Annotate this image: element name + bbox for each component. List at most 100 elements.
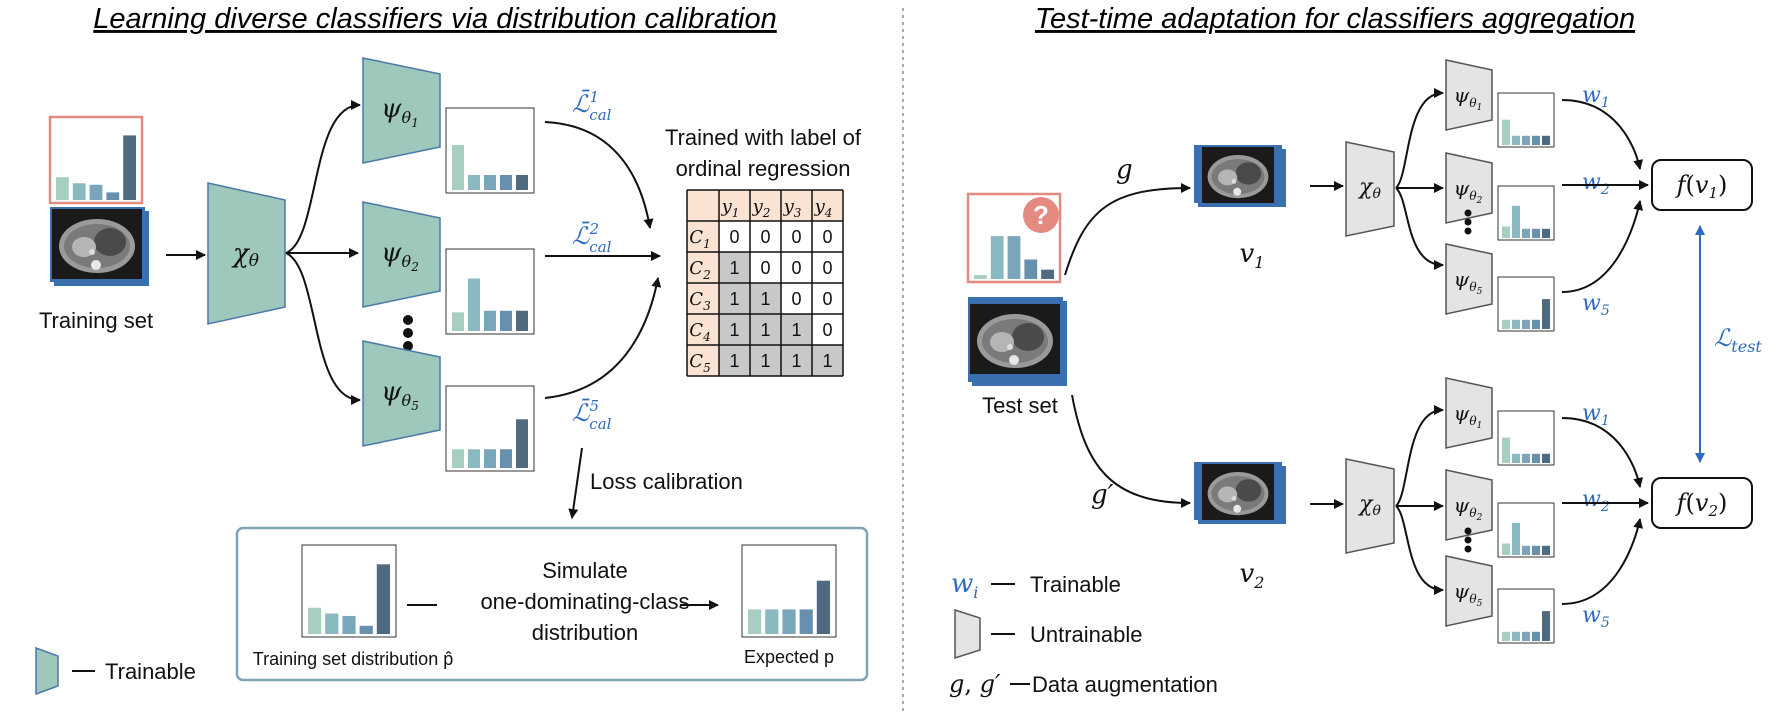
legend-aug-symbol: g, g′ <box>949 670 1001 698</box>
simulate-text-1: Simulate <box>542 558 628 583</box>
histogram-bar <box>516 175 528 190</box>
table-cell-shade <box>750 345 781 376</box>
table-caption-2: ordinal regression <box>676 156 851 181</box>
output-f-v1-label: f(v1) <box>1675 171 1728 202</box>
histogram-bar <box>765 609 779 634</box>
table-cell: 1 <box>760 351 770 371</box>
table-cell-shade <box>750 314 781 345</box>
top-branch-1 <box>1395 88 1444 189</box>
histogram-bar <box>1502 543 1510 555</box>
histogram-bar <box>500 175 512 190</box>
table-cell: 0 <box>729 227 739 247</box>
training-histogram <box>48 115 144 205</box>
histogram-bar <box>1502 437 1510 463</box>
head-dot <box>1464 218 1472 226</box>
histogram-bar <box>468 449 480 468</box>
head-psi-2: ψθ2 <box>362 201 441 308</box>
aug-arrow-bottom <box>1071 394 1191 508</box>
aug-label-gprime: g′ <box>1091 480 1114 510</box>
weight-label: w5 <box>1582 603 1610 631</box>
head-dot <box>1464 527 1472 535</box>
table-cell-shade <box>719 345 750 376</box>
loss-arrow-5 <box>544 277 662 399</box>
head-psi-5 <box>1445 243 1493 315</box>
table-caption-1: Trained with label of <box>665 125 862 150</box>
table-cell: 0 <box>760 258 770 278</box>
weight-label: w2 <box>1582 487 1610 515</box>
histogram-bar <box>468 278 480 331</box>
histogram-bar <box>325 613 339 634</box>
question-mark: ? <box>1033 200 1049 230</box>
histogram-bar <box>72 183 86 200</box>
table-cell-shade <box>781 345 812 376</box>
histogram-bar <box>452 145 464 190</box>
histogram-bar <box>1512 205 1520 238</box>
histogram-bar <box>1502 631 1510 641</box>
histogram-bar <box>1532 545 1540 555</box>
weight-arrow <box>1561 99 1644 170</box>
histogram-bar <box>484 310 496 331</box>
head-psi-5: ψθ5 <box>362 340 441 447</box>
histogram-bar <box>1522 631 1530 641</box>
head-psi-1 <box>1445 59 1493 131</box>
table-cell: 0 <box>760 227 770 247</box>
histogram-bar <box>468 175 480 190</box>
branch-arrow-5 <box>285 252 361 405</box>
histogram-bar <box>1502 319 1510 329</box>
head-psi-1 <box>1445 377 1493 449</box>
histogram-bar <box>782 609 796 634</box>
view1-label: v1 <box>1240 239 1265 272</box>
head5-histogram <box>445 385 535 472</box>
histogram-bar <box>1542 228 1550 238</box>
table-cell: 0 <box>791 258 801 278</box>
histogram-bar <box>1512 453 1520 463</box>
table-cell: 1 <box>729 351 739 371</box>
simulate-text-2: one-dominating-class <box>480 589 689 614</box>
histogram-bar <box>500 449 512 468</box>
loss-arrow-1 <box>544 121 654 229</box>
encoder-chi-top <box>1345 141 1395 237</box>
table-header <box>687 190 843 221</box>
head-dot <box>1464 536 1472 544</box>
histogram-bar <box>376 564 390 634</box>
histogram-bar <box>106 192 120 200</box>
encoder-chi <box>207 182 286 325</box>
histogram-bar <box>1522 319 1530 329</box>
legend-augmentation: Data augmentation <box>1032 672 1218 697</box>
table-cell-shade <box>719 314 750 345</box>
training-images <box>50 207 149 286</box>
output-f-v2 <box>1651 477 1753 529</box>
table-cell: 0 <box>791 227 801 247</box>
view2-label: v2 <box>1240 559 1265 592</box>
histogram-bar <box>974 275 987 279</box>
histogram-bar <box>1512 319 1520 329</box>
weight-arrow <box>1561 417 1644 488</box>
legend-weight-symbol: wi <box>951 569 978 602</box>
histogram-bar <box>1522 135 1530 145</box>
histogram-bar <box>484 175 496 190</box>
simulate-text-3: distribution <box>532 620 638 645</box>
training-dist-histogram <box>301 544 397 638</box>
test-histogram: ? <box>966 192 1062 284</box>
histogram-bar <box>748 609 762 634</box>
histogram-bar <box>1024 259 1038 279</box>
bottom-branch-5 <box>1395 505 1444 595</box>
table-cell-shade <box>781 314 812 345</box>
histogram-bar <box>1512 135 1520 145</box>
table-cell: 1 <box>791 320 801 340</box>
table-cell: 0 <box>822 258 832 278</box>
legend-untrainable: Untrainable <box>1030 622 1143 647</box>
head-psi-2 <box>1445 152 1493 224</box>
legend-trainable: Trainable <box>1030 572 1121 597</box>
table-cell: 1 <box>729 289 739 309</box>
histogram-bar <box>799 609 813 634</box>
loss-cal-5: ℒ̄cal5 <box>572 397 612 433</box>
training-dist-label: Training set distribution p̂ <box>253 649 453 669</box>
histogram-bar <box>308 607 322 634</box>
table-cell: 0 <box>822 227 832 247</box>
histogram-bar <box>1532 135 1540 145</box>
loss-cal-1: ℒ̄cal1 <box>572 88 612 124</box>
